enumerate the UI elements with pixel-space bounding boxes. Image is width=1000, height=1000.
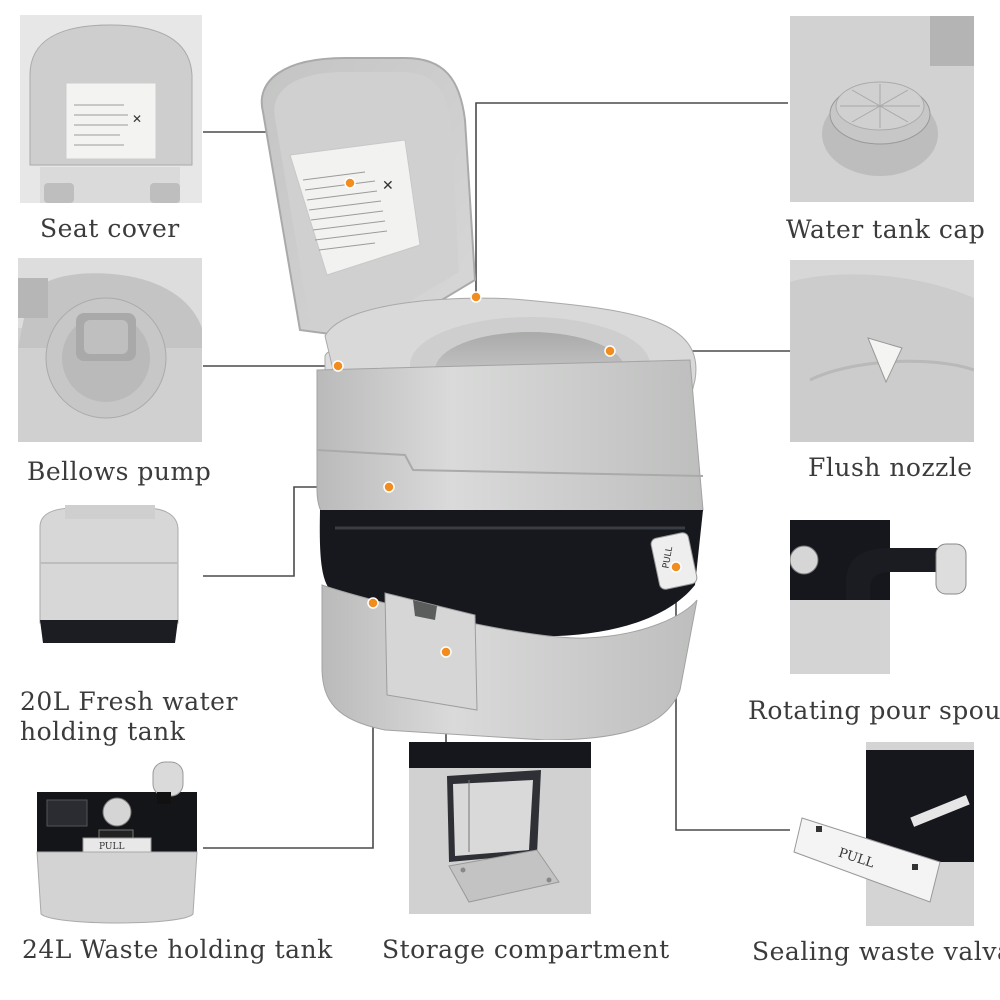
waste-tank-image: PULL xyxy=(33,754,201,932)
svg-text:✕: ✕ xyxy=(382,178,394,194)
fresh-water-tank-label-line1: 20L Fresh water xyxy=(20,687,238,716)
seat-cover-image: ✕ xyxy=(20,15,202,203)
pour-spout-label: Rotating pour spout xyxy=(748,696,1000,725)
seat-cover-label: Seat cover xyxy=(40,214,180,243)
water-tank-cap-label: Water tank cap xyxy=(786,215,986,244)
waste-tank-label: 24L Waste holding tank xyxy=(22,935,333,964)
storage-compartment-image xyxy=(409,742,591,914)
bellows-pump-label: Bellows pump xyxy=(27,457,212,486)
pour-spout-image xyxy=(790,520,974,674)
svg-text:✕: ✕ xyxy=(132,112,142,126)
water-tank-cap-image xyxy=(790,16,974,202)
flush-nozzle-image xyxy=(790,260,974,442)
storage-compartment-label: Storage compartment xyxy=(382,935,670,964)
bellows-pump-image xyxy=(18,258,202,442)
fresh-water-tank-label-line2: holding tank xyxy=(20,717,186,746)
fresh-water-tank-image xyxy=(35,505,183,647)
sealing-waste-valve-image: PULL xyxy=(790,742,974,926)
portable-toilet-main-image: ✕ PULL xyxy=(225,40,735,740)
sealing-waste-valve-label: Sealing waste valva xyxy=(752,937,1000,966)
waste-tank-pull-text: PULL xyxy=(99,842,124,852)
flush-nozzle-label: Flush nozzle xyxy=(808,453,973,482)
